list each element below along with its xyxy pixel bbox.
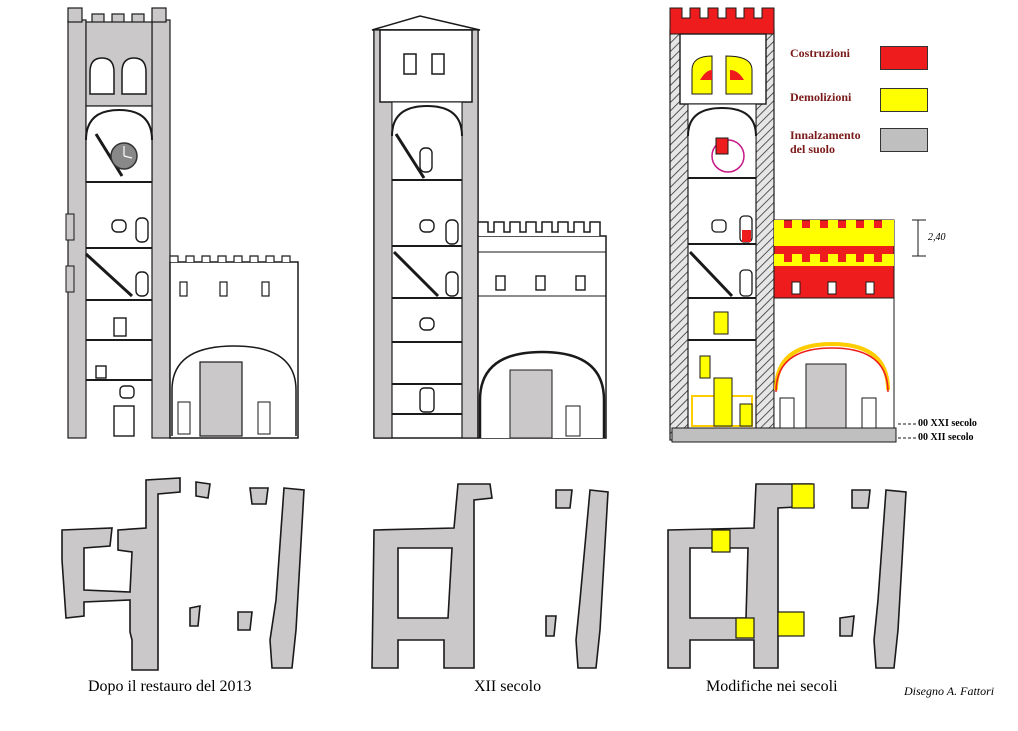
caption-modifiche: Modifiche nei secoli xyxy=(706,678,838,695)
plan-demolitions xyxy=(711,483,815,639)
plan-restauro-left xyxy=(61,477,181,671)
legend-label-costruzioni: Costruzioni xyxy=(790,46,850,60)
elevation-xii-secolo xyxy=(371,15,607,439)
roof xyxy=(371,15,481,31)
legend-label-demolizioni: Demolizioni xyxy=(790,90,852,104)
gate-crenels xyxy=(169,255,291,262)
elevation-restauro-2013 xyxy=(65,7,299,439)
dimension-label: 2,40 xyxy=(928,232,946,243)
legend-swatch-innalzamento xyxy=(880,128,928,152)
gate-door xyxy=(199,361,243,437)
tower-right-wall xyxy=(151,19,171,439)
belfry-window-right xyxy=(121,57,147,95)
elevation-modifiche xyxy=(669,7,926,443)
caption-restauro: Dopo il restauro del 2013 xyxy=(88,678,252,695)
plan-modifiche xyxy=(667,483,815,669)
tower-merlons xyxy=(67,7,167,25)
stair-line xyxy=(94,133,124,177)
legend-swatch-costruzioni xyxy=(880,46,928,70)
level-label-xxi: 00 XXI secolo xyxy=(918,418,977,429)
belfry-window-left xyxy=(89,57,115,95)
legend-swatch-demolizioni xyxy=(880,88,928,112)
legend-label-innalzamento: Innalzamento del suolo xyxy=(790,128,861,156)
plan-xii-secolo xyxy=(371,483,493,669)
level-label-xii: 00 XII secolo xyxy=(918,432,974,443)
plans xyxy=(61,477,907,671)
credit-text: Disegno A. Fattori xyxy=(904,684,995,698)
caption-xii-secolo: XII secolo xyxy=(474,678,542,695)
